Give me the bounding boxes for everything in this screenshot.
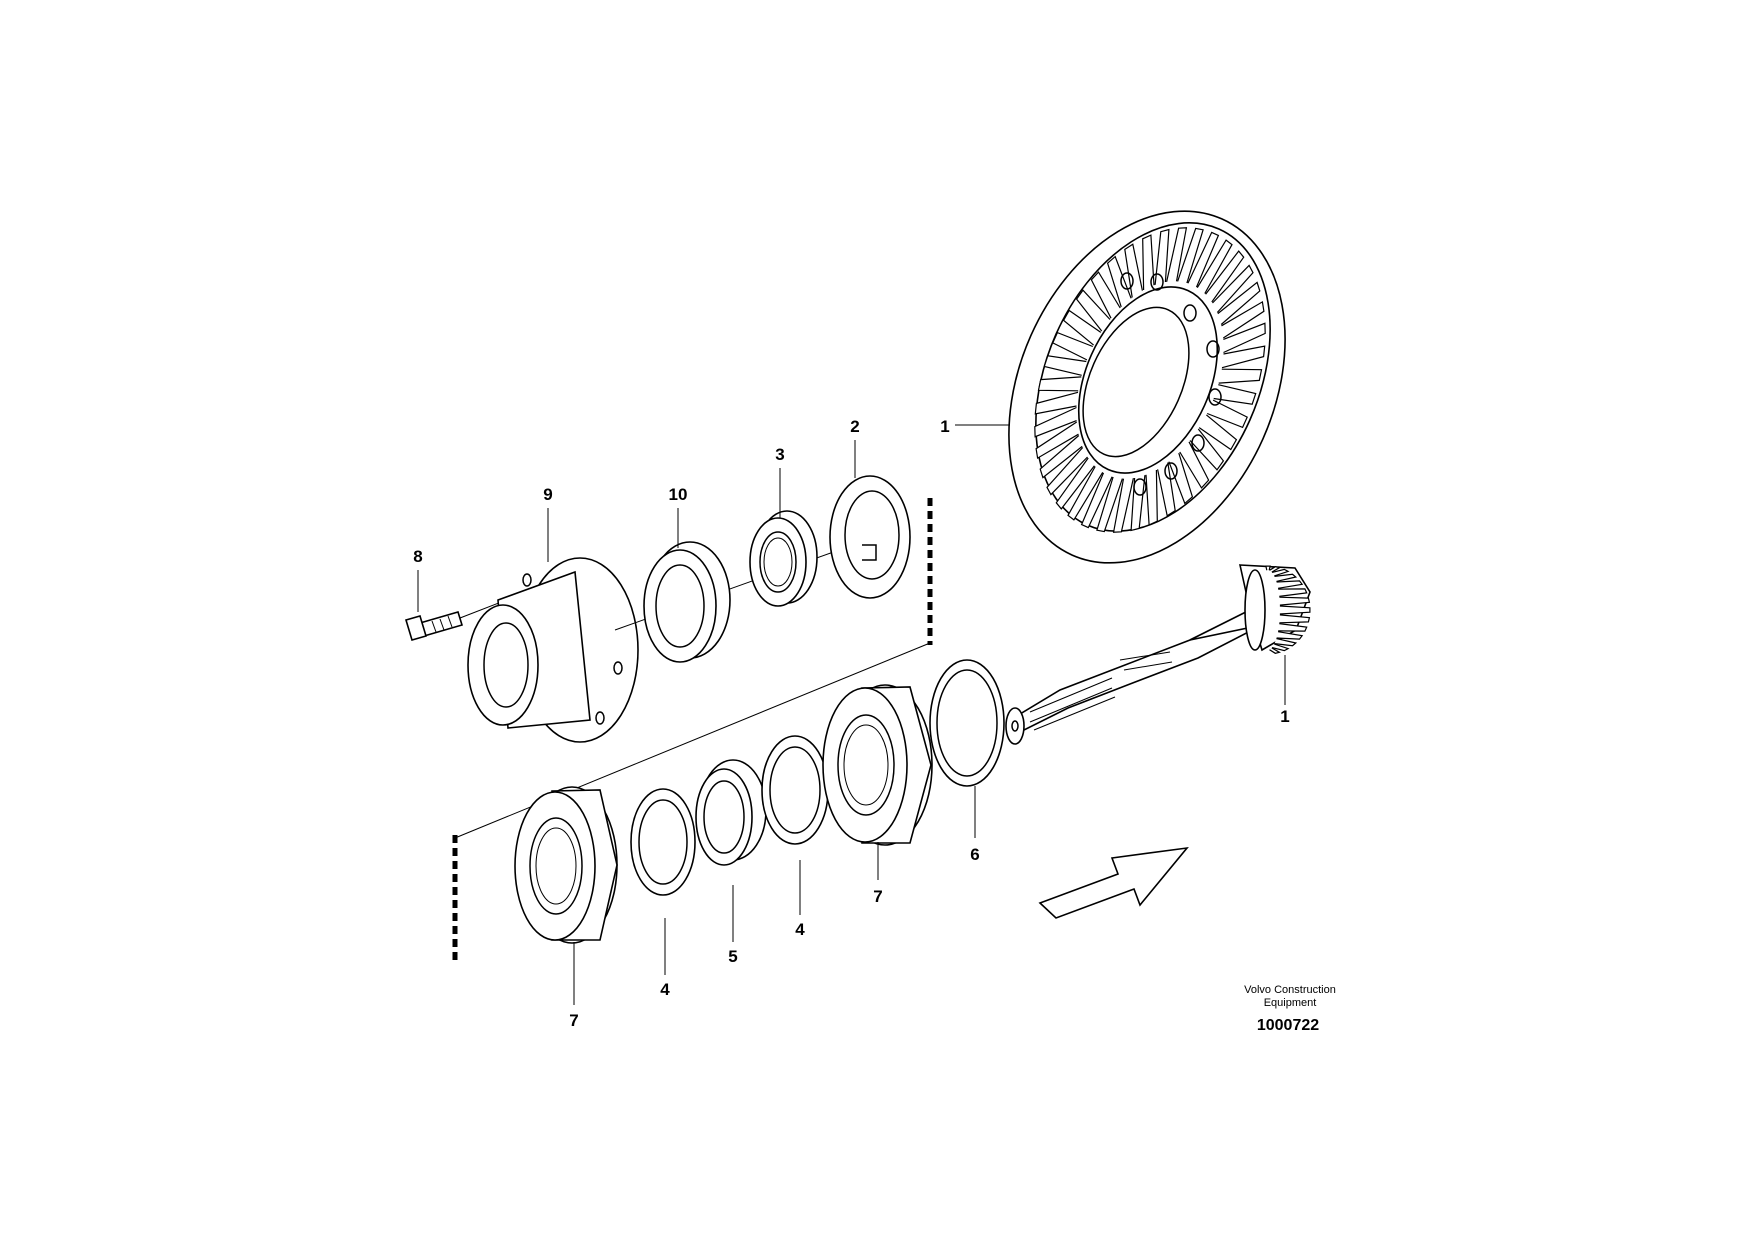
- gear-tooth: [1052, 331, 1094, 361]
- gear-tooth: [1269, 647, 1281, 654]
- screw[interactable]: [405, 611, 464, 641]
- gear-tooth: [1034, 406, 1077, 438]
- gear-tooth: [1145, 469, 1158, 526]
- assembly-bracket: [452, 498, 933, 960]
- gear-tooth: [1075, 289, 1111, 332]
- callout-bearing-upper: 7: [873, 887, 882, 906]
- gear-tooth: [1043, 355, 1087, 376]
- gear-tooth: [1198, 414, 1238, 451]
- shim[interactable]: [929, 659, 1005, 787]
- gear-tooth: [1055, 457, 1095, 510]
- gear-tooth: [1279, 614, 1311, 624]
- callout-flange-housing: 9: [543, 485, 552, 504]
- gear-tooth: [1269, 566, 1281, 573]
- gear-tooth: [1187, 231, 1220, 288]
- callout-spacer-ring-upper: 4: [795, 920, 805, 939]
- gear-tooth: [1067, 466, 1104, 521]
- gear-tooth: [1212, 264, 1254, 313]
- callout-spacer-ring-lower: 4: [660, 980, 670, 999]
- brand-line-1: Volvo Construction: [1244, 984, 1336, 996]
- gear-tooth: [1217, 281, 1261, 325]
- gear-tooth: [1166, 227, 1188, 283]
- gear-tooth: [1034, 391, 1079, 415]
- gear-tooth: [1142, 234, 1155, 291]
- gear-tooth: [1279, 605, 1311, 615]
- gear-tooth: [1279, 596, 1311, 606]
- gear-tooth: [1179, 441, 1210, 489]
- callout-lock-nut: 3: [775, 445, 784, 464]
- lock-nut[interactable]: [749, 510, 818, 607]
- gear-tooth: [1274, 573, 1298, 582]
- gear-tooth: [1206, 399, 1248, 429]
- callout-seal: 10: [669, 485, 688, 504]
- gear-tooth: [1035, 421, 1079, 460]
- gear-tooth: [1037, 376, 1082, 392]
- gear-tooth: [1039, 435, 1083, 479]
- gear-tooth: [1046, 447, 1088, 496]
- gear-tooth: [1278, 588, 1308, 597]
- spacer-ring-lower[interactable]: [630, 788, 696, 896]
- gear-tooth: [1213, 384, 1257, 405]
- gear-tooth: [1112, 477, 1134, 533]
- callout-pinion: 1: [1280, 707, 1289, 726]
- gear-tooth: [1096, 476, 1123, 533]
- gear-tooth: [1274, 638, 1298, 647]
- spacer-ring-upper[interactable]: [761, 735, 829, 845]
- gear-tooth: [1218, 368, 1263, 384]
- pinion-splines: [1029, 651, 1173, 731]
- gear-tooth: [1062, 309, 1102, 346]
- gear-tooth: [1271, 643, 1290, 652]
- callout-lock-washer: 2: [850, 417, 859, 436]
- callout-shim: 6: [970, 845, 979, 864]
- bearing-lower[interactable]: [514, 786, 618, 944]
- gear-tooth: [1276, 580, 1304, 589]
- gear-tooth: [1090, 271, 1121, 319]
- ring-gear-teeth: [1034, 227, 1266, 533]
- gear-tooth: [1154, 228, 1170, 285]
- pinion-shaft[interactable]: [1005, 564, 1311, 745]
- callout-ring-gear: 1: [940, 417, 949, 436]
- gear-tooth: [1080, 472, 1113, 529]
- lock-washer[interactable]: [829, 475, 911, 599]
- gear-tooth: [1271, 568, 1290, 577]
- direction-arrow-icon: [1038, 846, 1189, 919]
- gear-tooth: [1276, 631, 1304, 640]
- gear-tooth: [1221, 300, 1265, 339]
- callout-bearing-lower: 7: [569, 1011, 578, 1030]
- gear-tooth: [1265, 565, 1271, 571]
- ring-gear[interactable]: [956, 167, 1338, 606]
- document-number: 1000722: [1257, 1017, 1319, 1034]
- gear-tooth: [1189, 428, 1225, 471]
- gear-tooth: [1205, 250, 1245, 303]
- ring-gear-bolt-holes: [1120, 272, 1222, 496]
- bearing-upper[interactable]: [822, 684, 933, 846]
- gear-tooth: [1177, 227, 1204, 284]
- gear-tooth: [1278, 623, 1308, 632]
- gear-tooth: [1106, 255, 1132, 308]
- flange-housing[interactable]: [467, 557, 639, 743]
- callout-screw: 8: [413, 547, 422, 566]
- gear-tooth: [1223, 322, 1266, 354]
- gear-tooth: [1221, 345, 1266, 369]
- gear-tooth: [1157, 462, 1176, 517]
- pinion-teeth: [1265, 565, 1311, 654]
- gear-tooth: [1196, 239, 1233, 294]
- seal[interactable]: [643, 541, 731, 663]
- callout-bearing-race: 5: [728, 947, 737, 966]
- bearing-race[interactable]: [695, 759, 767, 866]
- brand-line-2: Equipment: [1264, 997, 1317, 1009]
